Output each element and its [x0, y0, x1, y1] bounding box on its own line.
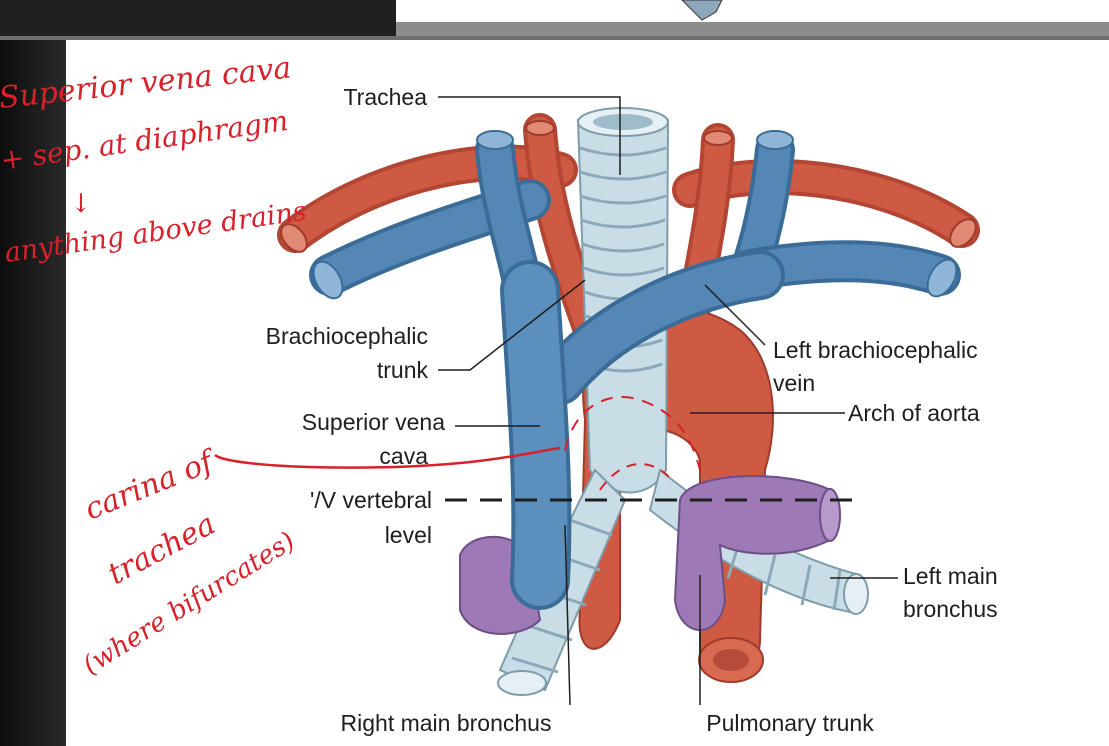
label-right-main-bronchus: Right main bronchus	[341, 710, 552, 736]
note-arrow: ↓	[70, 189, 92, 219]
veins	[309, 130, 961, 610]
label-vertebral-level-2: level	[385, 522, 432, 548]
background-top	[0, 0, 396, 40]
label-left-main-bronchus-1: Left main	[903, 563, 998, 589]
background-left	[0, 0, 66, 746]
top-partial-shape	[681, 0, 723, 21]
aorta-cut-lumen	[713, 649, 749, 671]
label-vertebral-level-1: '/V vertebral	[310, 487, 432, 513]
label-left-brachiocephalic-vein-2: vein	[773, 370, 815, 396]
top-white-strip	[396, 0, 1109, 22]
label-left-main-bronchus-2: bronchus	[903, 596, 998, 622]
label-superior-vena-cava-1: Superior vena	[302, 409, 445, 435]
label-arch-of-aorta: Arch of aorta	[848, 400, 980, 426]
carina-dashed-arc-2	[599, 463, 673, 491]
label-trachea: Trachea	[343, 84, 427, 110]
label-brachiocephalic-trunk-2: trunk	[377, 357, 429, 383]
label-pulmonary-trunk: Pulmonary trunk	[706, 710, 874, 736]
carina-pointer-line	[214, 446, 561, 469]
leader-lines	[438, 96, 898, 706]
label-brachiocephalic-trunk-1: Brachiocephalic	[266, 323, 428, 349]
top-gray-bar	[396, 22, 1109, 36]
arteries	[277, 113, 980, 347]
vessel-cut-ends	[280, 120, 977, 300]
label-superior-vena-cava-2: cava	[379, 443, 428, 469]
label-left-brachiocephalic-vein-1: Left brachiocephalic	[773, 337, 978, 363]
gray-bar-shadow	[0, 36, 1109, 40]
pulmonary-vessels	[459, 475, 841, 635]
